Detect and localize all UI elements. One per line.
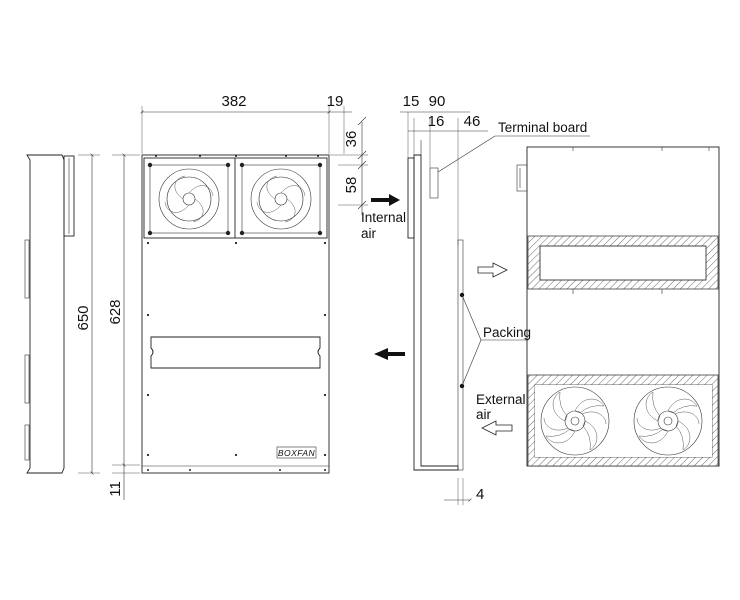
dimension-628: 628 bbox=[107, 153, 140, 467]
front-louvre-vent bbox=[150, 336, 321, 369]
dim-628-label: 628 bbox=[107, 299, 124, 324]
dimension-19: 19 bbox=[327, 93, 352, 154]
internal-heat-exchanger bbox=[527, 235, 719, 290]
dimension-15-90: 15 90 bbox=[400, 93, 470, 113]
dimension-650: 650 bbox=[75, 153, 100, 475]
dim-650-label: 650 bbox=[75, 305, 92, 330]
cutaway-fan-left bbox=[540, 386, 610, 456]
front-fan-right bbox=[239, 162, 323, 236]
dim-46-label: 46 bbox=[464, 113, 481, 130]
dim-382-label: 382 bbox=[221, 93, 246, 110]
internal-air-in-arrow bbox=[371, 194, 400, 206]
dim-58-label: 58 bbox=[343, 177, 360, 194]
dimension-11: 11 bbox=[107, 465, 140, 500]
front-top-dots bbox=[155, 155, 319, 157]
left-side-view bbox=[24, 154, 75, 474]
front-panel-dots bbox=[146, 241, 327, 471]
terminal-board-label: Terminal board bbox=[498, 120, 587, 135]
brand-label: BOXFAN bbox=[278, 448, 316, 458]
dim-19-label: 19 bbox=[327, 93, 344, 110]
dim-11-label: 11 bbox=[107, 481, 124, 497]
dimension-36-58: 36 58 bbox=[330, 116, 368, 215]
dimension-382: 382 bbox=[140, 93, 331, 154]
cutaway-air-in-arrow bbox=[477, 262, 508, 278]
internal-air-label-line2: air bbox=[361, 226, 377, 241]
front-fan-left bbox=[147, 162, 231, 236]
packing-label: Packing bbox=[483, 325, 531, 340]
external-air-label-line2: air bbox=[476, 407, 492, 422]
packing-leaders bbox=[461, 294, 528, 387]
dimension-4: 4 bbox=[444, 486, 484, 503]
brand-plate bbox=[276, 446, 317, 459]
front-view: BOXFAN bbox=[141, 154, 330, 474]
side-profile-view bbox=[407, 112, 465, 505]
terminal-board-leader bbox=[437, 135, 590, 173]
external-air-out-arrow bbox=[481, 420, 513, 436]
external-air-label-line1: External bbox=[476, 392, 526, 407]
internal-air-out-arrow bbox=[374, 348, 405, 360]
dim-16-label: 16 bbox=[428, 113, 445, 130]
dim-90-label: 90 bbox=[429, 93, 446, 110]
dimension-16-46: 16 46 bbox=[408, 113, 488, 132]
dim-4-label: 4 bbox=[476, 486, 484, 503]
external-fan-section bbox=[527, 374, 719, 467]
cutaway-view bbox=[516, 146, 720, 467]
internal-air-label-line1: Internal bbox=[361, 210, 406, 225]
dim-36-label: 36 bbox=[343, 131, 360, 148]
dim-15-label: 15 bbox=[403, 93, 420, 110]
